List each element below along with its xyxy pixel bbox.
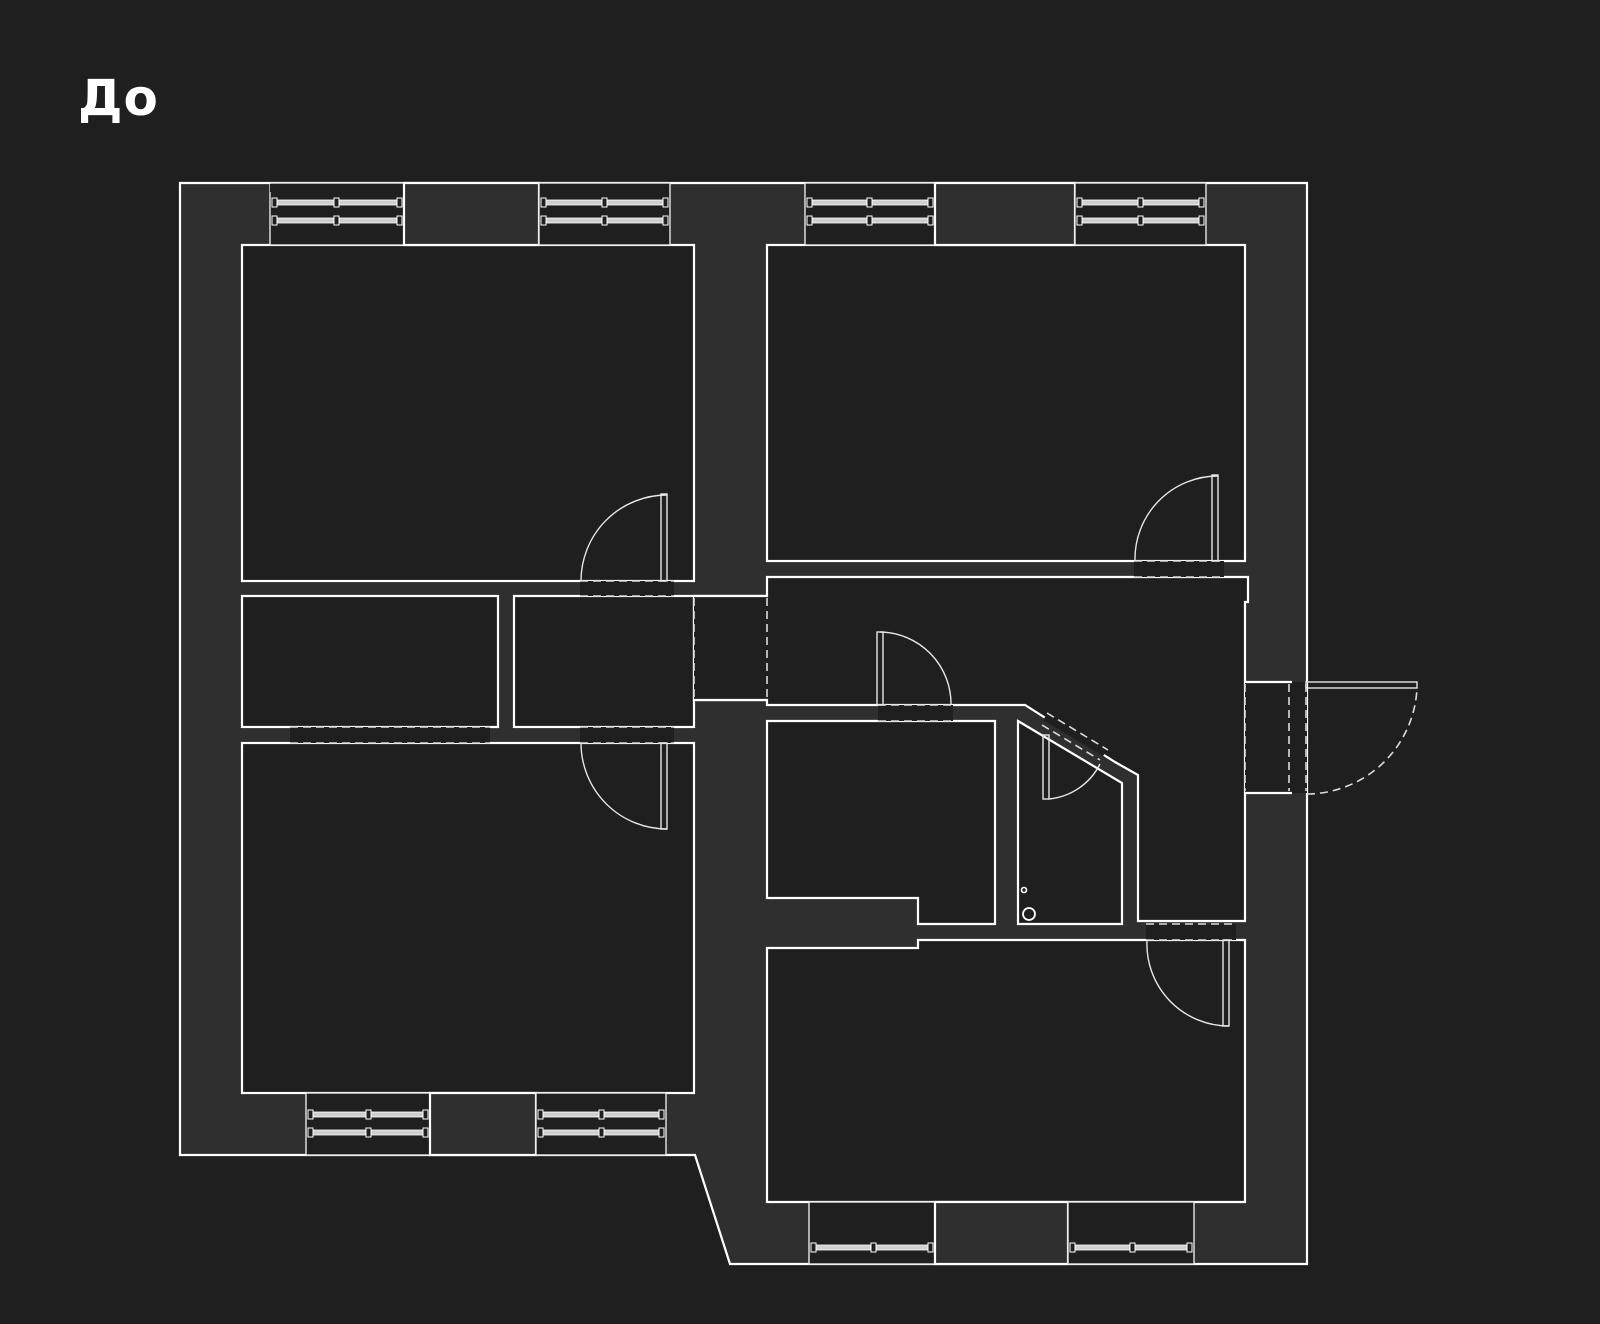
window-top-1 — [269, 182, 405, 246]
window-top-2 — [538, 182, 671, 246]
opening-storage — [290, 726, 490, 744]
hall-left — [512, 594, 696, 729]
storage-left — [240, 594, 500, 729]
room-bottom-left — [240, 741, 696, 1095]
window-top-4 — [1074, 182, 1207, 246]
pier-top-2 — [933, 181, 1077, 247]
pier-bottom-1 — [428, 1091, 538, 1157]
door-top-left-room — [580, 493, 674, 597]
drain-icon — [1020, 886, 1028, 894]
room-bottom-right — [765, 938, 1247, 1204]
door-entrance — [1244, 680, 1418, 795]
pier-top-1 — [402, 181, 541, 247]
hallway-center — [692, 575, 1250, 923]
room-top-right — [765, 243, 1247, 563]
kitchen-small — [765, 719, 997, 926]
passage — [694, 596, 767, 700]
plan-title: До — [78, 69, 159, 127]
window-bottom-2 — [535, 1092, 667, 1156]
pier-bottom-2 — [933, 1200, 1070, 1266]
door-bottom-right-room — [1146, 923, 1236, 1027]
window-top-3 — [804, 182, 936, 246]
door-kitchen — [876, 631, 953, 722]
door-bottom-left-room — [580, 726, 674, 830]
toilet-icon — [1022, 907, 1036, 921]
door-bathroom — [1041, 710, 1110, 800]
door-top-right-room — [1134, 474, 1224, 578]
window-bottom-3 — [808, 1201, 936, 1265]
window-bottom-1 — [305, 1092, 431, 1156]
room-top-left — [240, 243, 696, 583]
window-bottom-4 — [1067, 1201, 1195, 1265]
